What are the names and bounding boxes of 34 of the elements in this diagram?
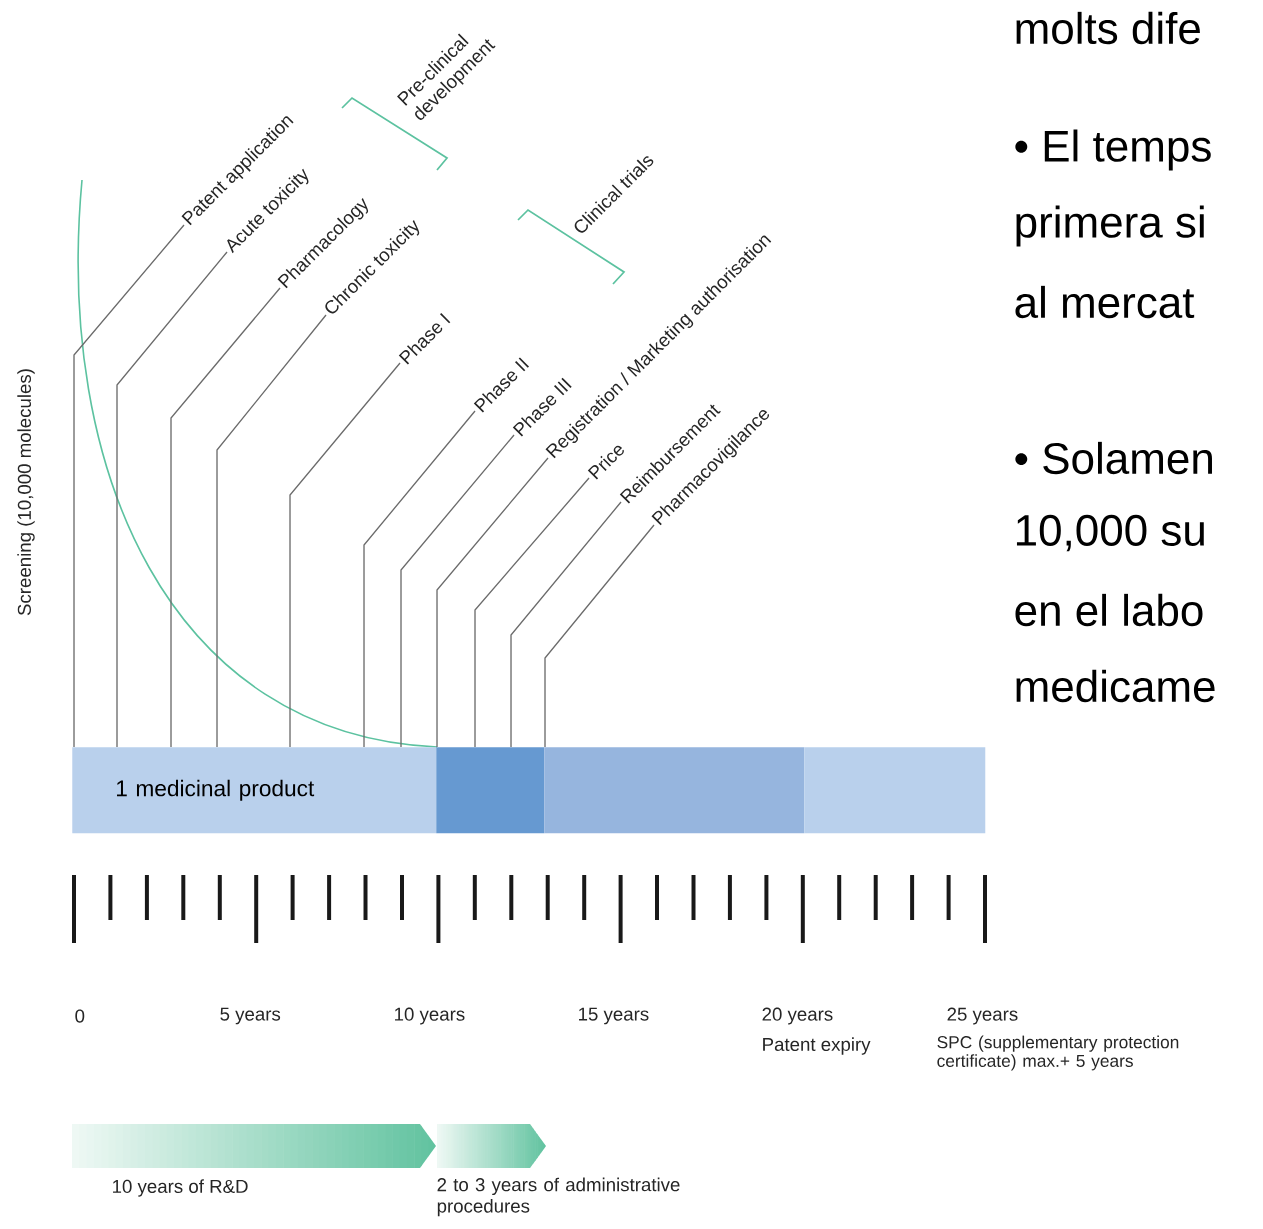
leader-line [544,524,655,748]
leader-line [436,457,549,748]
slide-text: • Solamen [1015,441,1212,475]
leader-line [363,410,476,748]
axis-label: Screening (10,000 molecules) [17,369,35,616]
slide-text: en el labo [1015,593,1203,627]
timeline-bar-segment [544,747,805,834]
timeline-bar-segment [804,747,986,834]
year-label: 10 years [395,1007,465,1025]
leader-line [170,287,281,748]
year-label: 0 [75,1009,85,1023]
leader-line [216,314,327,748]
slide-text: primera si [1016,205,1204,247]
year-label: 25 years [947,1007,1018,1025]
leader-line [289,362,401,748]
slide-text: molts dife [1016,11,1200,45]
year-label: 5 years [220,1007,281,1025]
phase-label: 10 years of R&D [113,1179,248,1197]
slide-text: medicame [1016,669,1215,703]
slide-text: al mercat [1015,285,1195,319]
milestone-label: SPC (supplementary protection certificate) max.+ 5 years [937,1035,1179,1071]
leader-line [510,501,622,748]
leader-line [116,251,228,748]
year-label: 20 years [762,1007,833,1025]
slide-text: • El temps [1015,129,1211,171]
year-label: 15 years [579,1007,649,1025]
timeline-bar-segment: 1 medicinal product [72,747,437,834]
leader-line [474,477,590,748]
milestone-label: Patent expiry [763,1037,871,1055]
leader-line [73,224,185,748]
slide-text: 10,000 su [1016,514,1204,552]
timeline-bar-segment [436,747,545,834]
leader-line [400,434,515,748]
phase-label: 2 to 3 years of administrative procedures [437,1177,680,1217]
